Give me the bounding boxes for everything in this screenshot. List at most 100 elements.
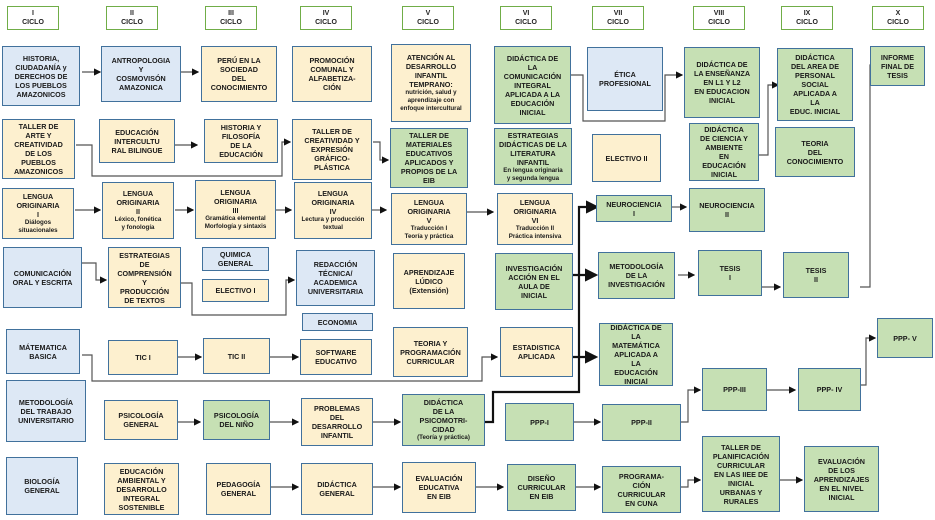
cycle-header-7: VII CICLO bbox=[592, 6, 644, 30]
course-title: DISEÑO CURRICULAR EN EIB bbox=[517, 474, 566, 501]
course-title: PROBLEMAS DEL DESARROLLO INFANTIL bbox=[311, 404, 363, 440]
course-title: EVALUACIÓN DE LOS APRENDIZAJES EN EL NIV… bbox=[813, 456, 870, 502]
course-informe-tesis: INFORME FINAL DE TESIS bbox=[870, 46, 925, 86]
course-title: ÉTICA PROFESIONAL bbox=[599, 70, 651, 88]
cycle-label: CICLO bbox=[22, 19, 44, 26]
course-title: PPP- V bbox=[893, 333, 917, 343]
course-subtitle: Traducción I Teoría y práctica bbox=[404, 224, 454, 240]
cycle-number: IV bbox=[322, 10, 330, 17]
course-electivo-ii: ELECTIVO II bbox=[592, 134, 661, 182]
course-title: METODOLOGÍA DEL TRABAJO UNIVERSITARIO bbox=[18, 397, 74, 425]
cycle-label: CICLO bbox=[220, 19, 242, 26]
course-ppp-iii: PPP-III bbox=[702, 368, 767, 411]
course-neurociencia-i: NEUROCIENCIA I bbox=[596, 195, 672, 222]
connector bbox=[860, 61, 879, 288]
course-title: ELECTIVO I bbox=[215, 286, 256, 295]
course-tic-i: TIC I bbox=[108, 340, 178, 375]
course-biologia-general: BIOLOGÍA GENERAL bbox=[6, 457, 78, 515]
course-title: REDACCIÓN TÉCNICA/ ACADEMICA UNIVERSITAR… bbox=[307, 260, 364, 296]
course-software-educativo: SOFTWARE EDUCATIVO bbox=[300, 339, 372, 375]
course-title: HISTORIA, CIUDADANÍA y DERECHOS DE LOS P… bbox=[14, 53, 68, 99]
cycle-label: CICLO bbox=[315, 19, 337, 26]
course-taller-planificacion: TALLER DE PLANIFICACIÓN CURRICULAR EN LA… bbox=[702, 436, 780, 512]
course-ppp-ii: PPP-II bbox=[602, 404, 681, 441]
course-title: APRENDIZAJE LÚDICO (Extensión) bbox=[403, 267, 455, 295]
cycle-header-4: IV CICLO bbox=[300, 6, 352, 30]
course-peru-sociedad: PERÚ EN LA SOCIEDAD DEL CONOCIMIENTO bbox=[201, 46, 277, 102]
course-title: TESIS I bbox=[719, 264, 741, 282]
course-title: LENGUA ORIGINARIA IV bbox=[311, 189, 355, 216]
course-title: NEUROCIENCIA I bbox=[606, 199, 662, 218]
course-ppp-v: PPP- V bbox=[877, 318, 933, 358]
course-psicologia-nino: PSICOLOGÍA DEL NIÑO bbox=[203, 400, 270, 440]
course-title: TALLER DE ARTE Y CREATIVIDAD DE LOS PUEB… bbox=[13, 122, 64, 176]
course-ppp-iv: PPP- IV bbox=[798, 368, 861, 411]
course-historia-ciudadania: HISTORIA, CIUDADANÍA y DERECHOS DE LOS P… bbox=[2, 46, 80, 106]
course-title: DIDÁCTICA DE CIENCIA Y AMBIENTE EN EDUCA… bbox=[700, 125, 748, 179]
course-metodologia-investigacion: METODOLOGÍA DE LA INVESTIGACIÓN bbox=[598, 252, 675, 299]
cycle-label: CICLO bbox=[121, 19, 143, 26]
cycle-label: CICLO bbox=[708, 19, 730, 26]
course-estadistica-aplicada: ESTADISTICA APLICADA bbox=[500, 327, 573, 377]
cycle-number: X bbox=[895, 10, 901, 17]
course-title: PEDAGOGÍA GENERAL bbox=[216, 480, 261, 498]
course-subtitle: nutrición, salud y aprendizaje con enfoq… bbox=[400, 89, 462, 112]
course-title: DIDÁCTICA DE LA MATEMÁTICA APLICADA A LA… bbox=[610, 323, 662, 386]
course-title: ATENCIÓN AL DESARROLLO INFANTIL TEMPRANO… bbox=[405, 53, 457, 89]
course-title: ESTADISTICA APLICADA bbox=[512, 343, 561, 361]
course-title: LENGUA ORIGINARIA I bbox=[16, 192, 60, 219]
course-subtitle: Léxico, fonética y fonología bbox=[114, 216, 162, 231]
course-subtitle: Lectura y producción textual bbox=[301, 216, 365, 231]
course-teoria-conocimiento: TEORIA DEL CONOCIMIENTO bbox=[775, 127, 855, 177]
course-title: NEUROCIENCIA II bbox=[699, 201, 755, 219]
course-ppp-i: PPP-I bbox=[505, 403, 574, 441]
course-title: LENGUA ORIGINARIA V bbox=[407, 197, 451, 225]
course-evaluacion-aprendizajes: EVALUACIÓN DE LOS APRENDIZAJES EN EL NIV… bbox=[804, 446, 879, 512]
course-title: ANTROPOLOGIA Y COSMOVISÓN AMAZONICA bbox=[111, 56, 171, 92]
course-historia-filosofia: HISTORIA Y FILOSOFÍA DE LA EDUCACIÓN bbox=[204, 119, 278, 163]
course-title: MÁTEMATICA BASICA bbox=[19, 342, 67, 361]
course-neurociencia-ii: NEUROCIENCIA II bbox=[689, 188, 765, 232]
cycle-number: II bbox=[130, 10, 134, 17]
course-tesis-i: TESIS I bbox=[698, 250, 762, 296]
course-title: METODOLOGÍA DE LA INVESTIGACIÓN bbox=[608, 262, 665, 289]
cycle-label: CICLO bbox=[796, 19, 818, 26]
course-tesis-ii: TESIS II bbox=[783, 252, 849, 298]
course-title: LENGUA ORIGINARIA VI bbox=[513, 197, 557, 225]
course-title: PSICOLOGÍA DEL NIÑO bbox=[213, 411, 260, 429]
course-aprendizaje-ludico: APRENDIZAJE LÚDICO (Extensión) bbox=[393, 253, 465, 309]
cycle-label: CICLO bbox=[607, 19, 629, 26]
course-title: PPP-I bbox=[530, 417, 549, 427]
course-diseno-curricular: DISEÑO CURRICULAR EN EIB bbox=[507, 464, 576, 511]
course-didactica-personal-social: DIDÁCTICA DEL AREA DE PERSONAL SOCIAL AP… bbox=[777, 48, 853, 121]
course-title: QUIMICA GENERAL bbox=[217, 250, 254, 268]
course-taller-materiales: TALLER DE MATERIALES EDUCATIVOS APLICADO… bbox=[390, 128, 468, 188]
course-antropologia: ANTROPOLOGIA Y COSMOVISÓN AMAZONICA bbox=[101, 46, 181, 102]
course-title: ECONOMIA bbox=[317, 317, 358, 327]
course-psicologia-general: PSICOLOGÍA GENERAL bbox=[104, 400, 178, 440]
connector bbox=[373, 141, 390, 164]
course-title: INVESTIGACIÓN ACCIÓN EN EL AULA DE INICI… bbox=[505, 263, 563, 300]
course-redaccion-tecnica: REDACCIÓN TÉCNICA/ ACADEMICA UNIVERSITAR… bbox=[296, 250, 375, 306]
cycle-number: VII bbox=[613, 10, 623, 17]
course-title: HISTORIA Y FILOSOFÍA DE LA EDUCACIÓN bbox=[219, 123, 263, 159]
connector bbox=[861, 334, 877, 386]
course-matematica-basica: MÁTEMATICA BASICA bbox=[6, 329, 80, 374]
course-title: DIDÁCTICA DE LA ENSEÑANZA EN L1 Y L2 EN … bbox=[693, 60, 751, 105]
course-problemas-desarrollo: PROBLEMAS DEL DESARROLLO INFANTIL bbox=[301, 398, 373, 446]
course-evaluacion-eib: EVALUACIÓN EDUCATIVA EN EIB bbox=[402, 462, 476, 513]
course-title: COMUNICACIÓN ORAL Y ESCRITA bbox=[12, 268, 73, 287]
course-didactica-comunicacion: DIDÁCTICA DE LA COMUNICACIÓN INTEGRAL AP… bbox=[494, 46, 571, 124]
course-promocion-comunal: PROMOCIÓN COMUNAL Y ALFABETIZA- CIÓN bbox=[292, 46, 372, 102]
